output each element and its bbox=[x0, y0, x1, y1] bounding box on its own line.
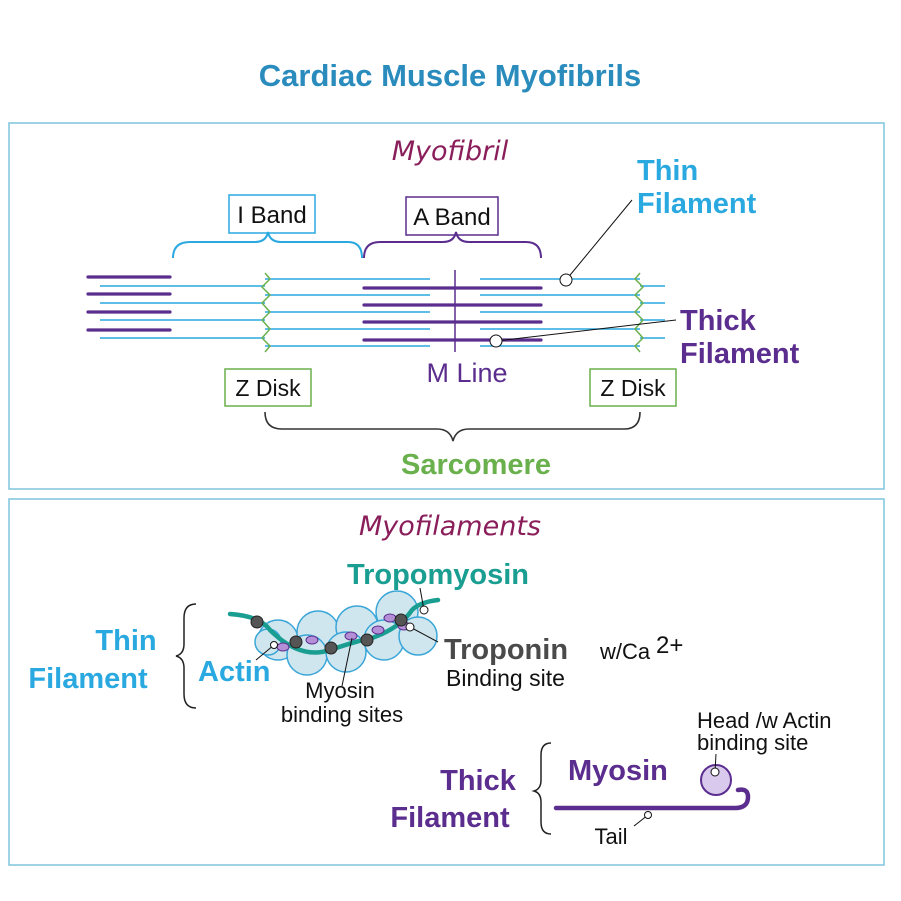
tail-label: Tail bbox=[594, 824, 627, 849]
thick-filament-pointer bbox=[495, 319, 677, 342]
tropomyosin-label: Tropomyosin bbox=[347, 559, 529, 591]
head-label-1: Head /w Actin bbox=[697, 708, 832, 733]
myosin-binding-label-2: binding sites bbox=[281, 702, 403, 727]
z-disk-right-label: Z Disk bbox=[600, 375, 666, 401]
troponin-binding-site-label: Binding site bbox=[446, 665, 565, 691]
z-disk-right-box: Z Disk bbox=[589, 368, 677, 407]
head-label-2: binding site bbox=[697, 730, 808, 755]
sarcomere-label: Sarcomere bbox=[401, 449, 551, 481]
myofilaments-heading: Myofilaments bbox=[359, 511, 541, 542]
tropomyosin-pointer-dot bbox=[419, 605, 429, 615]
z-disk-left-box: Z Disk bbox=[224, 368, 312, 407]
i-band-label: I Band bbox=[237, 202, 306, 229]
tail-pointer-dot bbox=[644, 811, 652, 819]
troponin-pointer bbox=[409, 626, 439, 643]
myofibril-panel bbox=[8, 122, 885, 490]
thin-filament-bracket bbox=[175, 603, 197, 709]
head-pointer-dot bbox=[710, 767, 720, 777]
bottom-thick-filament-label-2: Filament bbox=[390, 802, 510, 834]
page-title: Cardiac Muscle Myofibrils bbox=[259, 58, 641, 93]
troponin-suffix: w/Ca bbox=[599, 639, 651, 664]
actin-monomers bbox=[254, 590, 438, 676]
troponin-superscript: 2+ bbox=[656, 632, 683, 659]
myofilaments-panel bbox=[8, 498, 885, 866]
thick-filament-bracket bbox=[531, 742, 552, 835]
thick-filaments bbox=[86, 275, 543, 342]
myosin-label: Myosin bbox=[568, 755, 668, 787]
thin-filament-label-2: Filament bbox=[637, 188, 757, 220]
thin-filament-pointer-dot bbox=[559, 273, 573, 287]
troponin-label: Troponin bbox=[444, 634, 568, 666]
bottom-thick-filament-label-1: Thick bbox=[440, 765, 517, 797]
actin-label: Actin bbox=[198, 656, 271, 688]
a-band-label-box: A Band bbox=[405, 196, 499, 236]
tropomyosin-strand bbox=[227, 597, 441, 655]
bottom-thin-filament-label-2: Filament bbox=[28, 663, 148, 695]
z-disk-right-line bbox=[633, 272, 645, 353]
i-band-label-box: I Band bbox=[228, 194, 316, 234]
actin-pointer-dot bbox=[270, 641, 278, 649]
myofibril-heading: Myofibril bbox=[392, 136, 509, 167]
myosin-tail bbox=[553, 787, 751, 811]
z-disk-left-label: Z Disk bbox=[235, 375, 301, 401]
i-band-brace bbox=[172, 231, 363, 259]
troponin-complexes bbox=[250, 613, 408, 655]
z-disk-left-line bbox=[260, 272, 272, 353]
thick-filament-label-2: Filament bbox=[680, 338, 800, 370]
a-band-brace bbox=[363, 231, 542, 259]
thin-filament-label-1: Thin bbox=[637, 155, 698, 187]
myosin-binding-pointer bbox=[341, 637, 353, 687]
thick-filament-label-1: Thick bbox=[680, 305, 757, 337]
myosin-head bbox=[700, 764, 732, 796]
m-line-label: M Line bbox=[426, 358, 507, 388]
thick-filament-pointer-dot bbox=[489, 334, 503, 348]
thin-filament-pointer bbox=[565, 199, 633, 281]
thin-filaments bbox=[100, 278, 665, 347]
sarcomere-brace bbox=[264, 411, 641, 442]
bottom-thin-filament-label-1: Thin bbox=[95, 625, 156, 657]
a-band-label: A Band bbox=[413, 204, 490, 231]
troponin-pointer-dot bbox=[405, 622, 415, 632]
myosin-binding-label-1: Myosin bbox=[305, 678, 375, 703]
